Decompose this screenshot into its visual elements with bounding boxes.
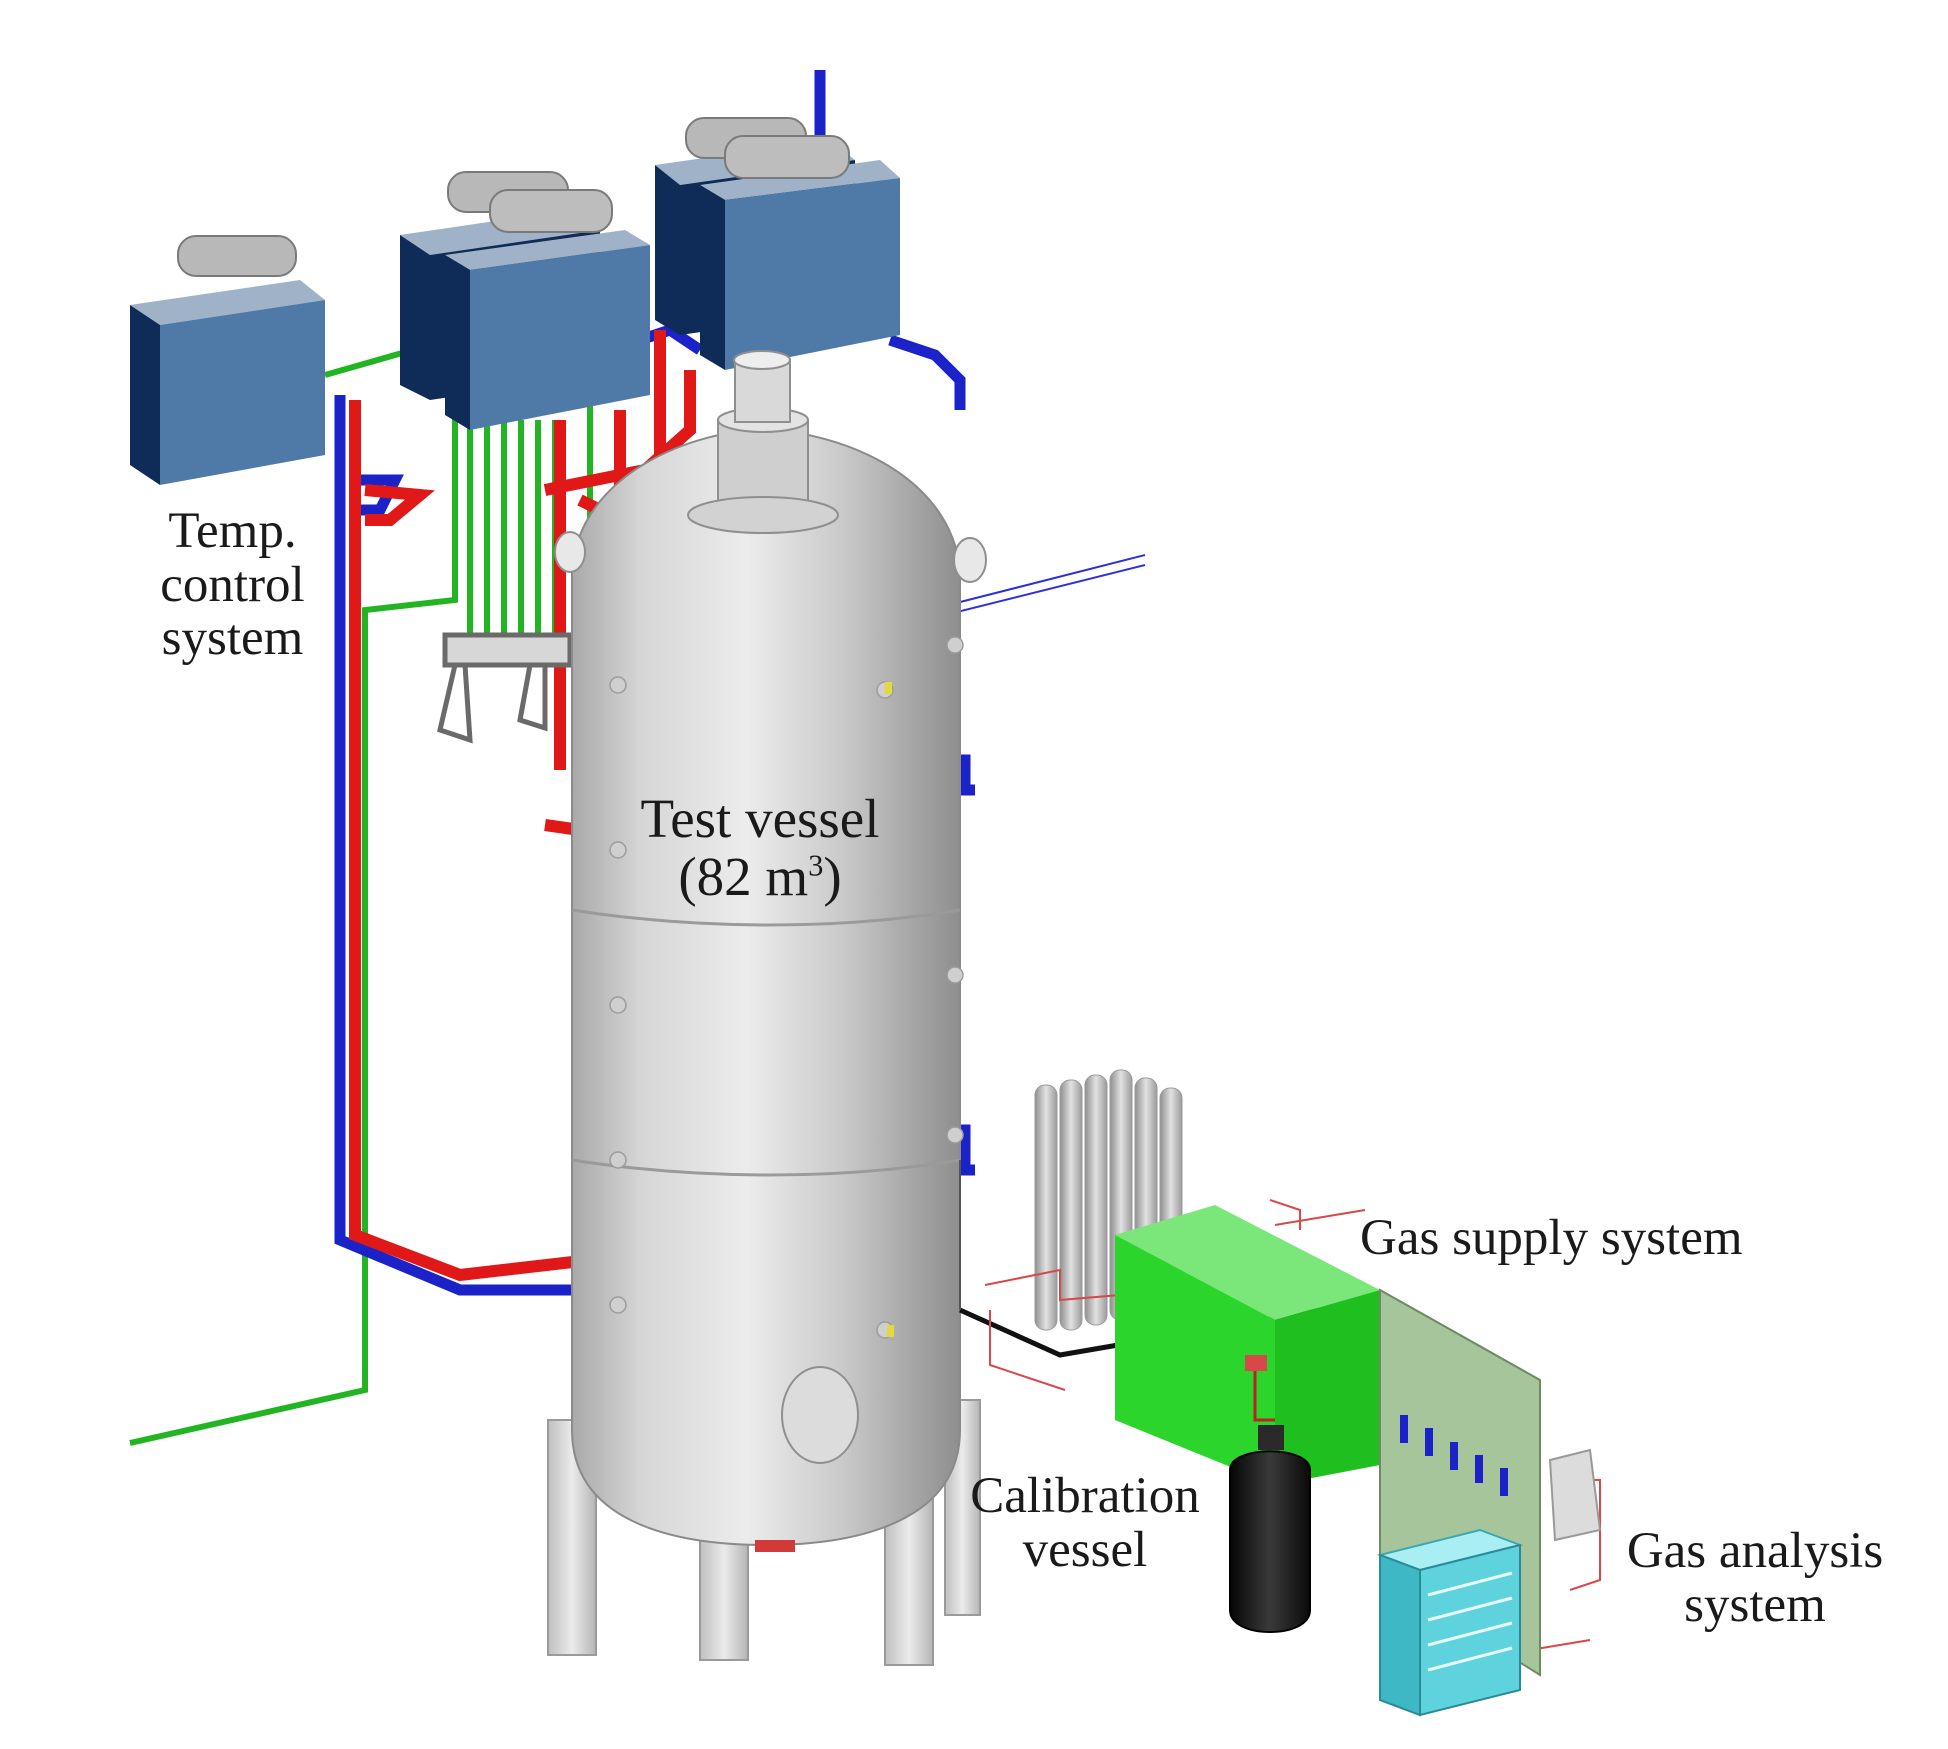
test-vessel-line-2: (82 m3) bbox=[610, 845, 910, 907]
hot-pipes bbox=[349, 330, 696, 1282]
temp-control-line-1: Temp. bbox=[168, 503, 297, 559]
calibration-vessel-label: Calibration vessel bbox=[945, 1468, 1225, 1578]
calibration-line-1: Calibration bbox=[970, 1468, 1200, 1524]
test-vessel-icon bbox=[554, 350, 987, 1552]
temp-control-line-2: control bbox=[160, 556, 305, 613]
test-vessel-volume-close: ) bbox=[823, 845, 842, 907]
temp-control-line-3: system bbox=[161, 610, 304, 667]
hose-bracket bbox=[437, 632, 573, 744]
calibration-vessel-icon bbox=[1229, 1425, 1311, 1634]
test-vessel-volume: (82 m bbox=[678, 845, 809, 907]
test-vessel-line-1: Test vessel bbox=[640, 788, 880, 849]
gas-analysis-line-2: system bbox=[1684, 1576, 1826, 1633]
temp-control-system-label: Temp. control system bbox=[130, 503, 335, 667]
test-vessel-volume-exponent: 3 bbox=[808, 848, 824, 883]
gas-analysis-system-label: Gas analysis system bbox=[1600, 1523, 1910, 1633]
gas-analysis-cabinet-icon bbox=[1376, 1528, 1524, 1717]
calibration-line-2: vessel bbox=[1022, 1521, 1148, 1578]
gas-supply-box bbox=[1115, 1205, 1380, 1485]
gas-supply-line: Gas supply system bbox=[1360, 1210, 1743, 1266]
gas-supply-system-label: Gas supply system bbox=[1360, 1210, 1743, 1266]
test-vessel-label: Test vessel (82 m3) bbox=[610, 790, 910, 906]
gas-analysis-line-1: Gas analysis bbox=[1626, 1523, 1884, 1579]
chiller-unit-icon bbox=[130, 117, 900, 485]
